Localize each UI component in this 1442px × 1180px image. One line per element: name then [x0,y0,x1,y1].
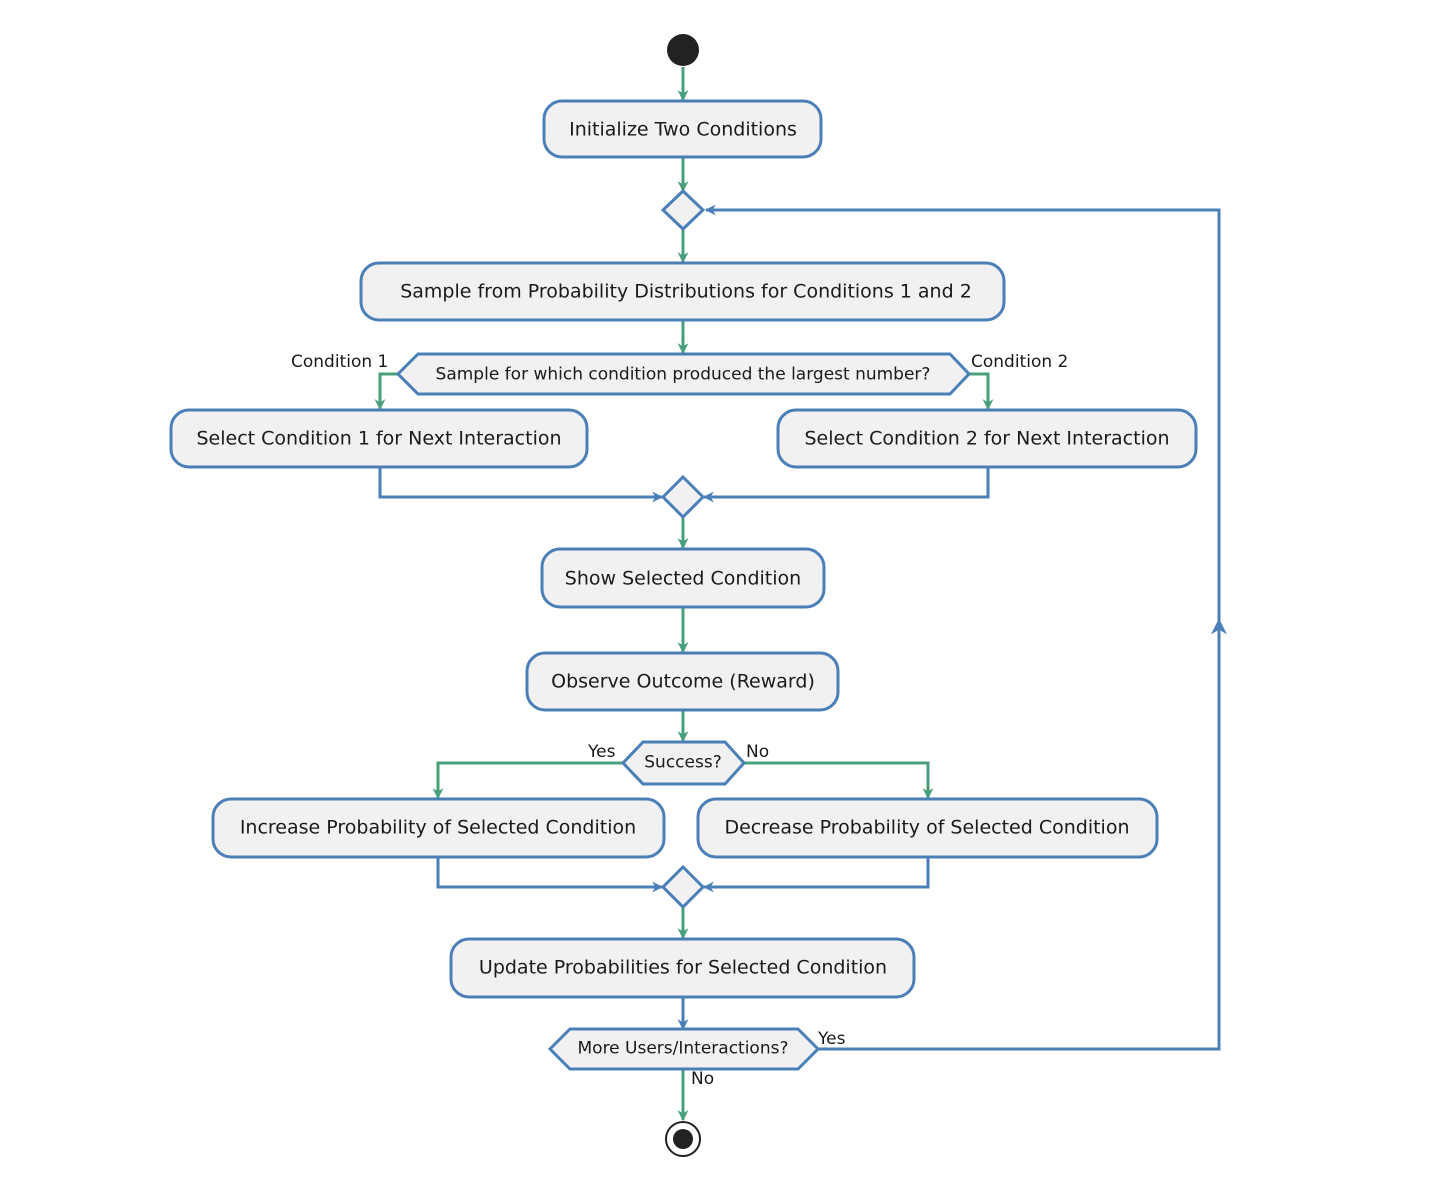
end-node-inner [673,1129,693,1149]
node-observe [525,651,840,712]
merge-diamond-selection [660,474,706,520]
node-update-label: Update Probabilities for Selected Condit… [478,956,888,979]
edge-label-more-yes: Yes [818,1029,846,1049]
start-node [667,34,699,66]
edge-label-condition1: Condition 1 [291,352,389,372]
node-sample [359,261,1006,322]
decision-largest-label: Sample for which condition produced the … [435,364,931,385]
node-select1 [169,408,589,469]
edge-decision-select1 [374,372,398,411]
edge-select1-merge [378,467,664,503]
decision-more [547,1027,821,1071]
node-decrease-label: Decrease Probability of Selected Conditi… [724,816,1130,839]
edge-loop-back [704,204,1221,628]
edge-increase-merge [436,857,664,893]
node-increase-label: Increase Probability of Selected Conditi… [239,816,637,839]
node-increase [211,797,666,859]
decision-largest [395,352,972,396]
edge-label-success-no: No [746,742,770,762]
edge-success-increase [432,761,623,800]
edge-decrease-merge [702,857,930,893]
edge-select2-merge [702,467,990,503]
node-initialize-label: Initialize Two Conditions [569,118,797,141]
edge-loop-up [818,618,1227,1051]
node-show-label: Show Selected Condition [564,567,802,590]
node-decrease [696,797,1159,859]
decision-success [620,740,747,786]
node-initialize [542,99,823,159]
edge-success-decrease [744,761,934,800]
edge-label-more-no: No [691,1069,715,1089]
node-select2 [776,408,1198,469]
merge-diamond-outcome [660,864,706,910]
edge-label-success-yes: Yes [588,742,616,762]
merge-diamond-loop [660,188,706,232]
node-observe-label: Observe Outcome (Reward) [551,670,815,693]
node-select1-label: Select Condition 1 for Next Interaction [196,427,562,450]
edge-decision-select2 [968,372,994,411]
node-show [540,547,826,609]
node-select2-label: Select Condition 2 for Next Interaction [804,427,1170,450]
decision-success-label: Success? [644,752,722,773]
decision-more-label: More Users/Interactions? [577,1038,789,1059]
edge-label-condition2: Condition 2 [971,352,1069,372]
node-sample-label: Sample from Probability Distributions fo… [400,280,972,303]
node-update [449,937,916,999]
